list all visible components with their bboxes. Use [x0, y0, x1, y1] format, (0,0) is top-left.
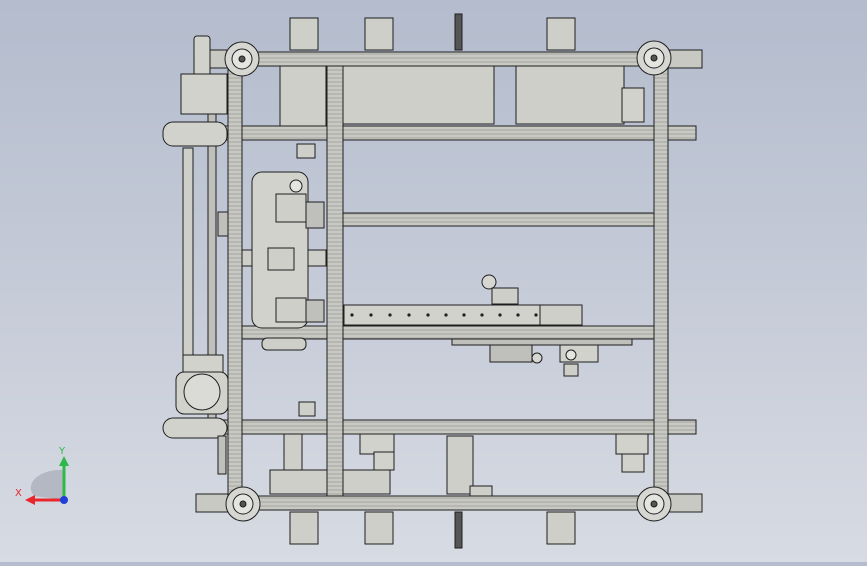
sensor-brackets: [283, 87, 649, 497]
y-axis-arrowhead: [59, 456, 69, 466]
left-leadscrew-assembly: [162, 35, 229, 475]
y-axis-label: Y: [58, 446, 66, 457]
actuator-holes: [350, 313, 538, 317]
top-mount-blocks: [289, 13, 576, 51]
x-axis-label: X: [15, 488, 22, 499]
left-motor-housing: [217, 171, 325, 351]
x-axis-arrowhead: [25, 495, 35, 505]
z-axis-dot: [60, 496, 68, 504]
corner-pulleys: [224, 40, 672, 522]
center-linear-actuator: [343, 274, 633, 377]
bottom-mount-blocks: [289, 511, 576, 549]
coordinate-triad: Y X: [15, 446, 69, 505]
triad-plane-shading: [30, 469, 64, 500]
